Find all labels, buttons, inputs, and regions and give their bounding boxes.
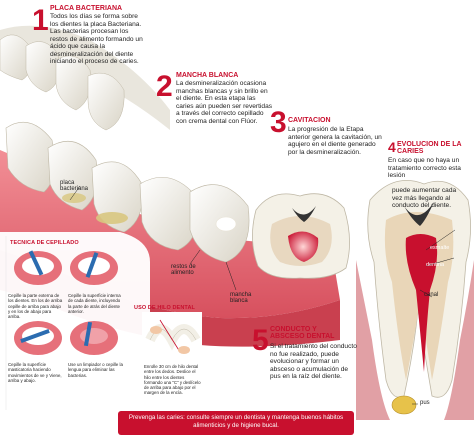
step3-title: CAVITACION <box>288 117 331 124</box>
label-placa: placa bacteriana <box>60 180 89 193</box>
tecnica-step-2: Cepille la superficie interna de cada di… <box>68 293 121 314</box>
floss-image <box>142 312 202 362</box>
step2-text: La desmineralización ocasiona manchas bl… <box>176 80 273 125</box>
hilo-title: USO DE HILO DENTAL <box>134 305 195 311</box>
step2-number: 2 <box>156 70 173 103</box>
tecnica-title: TECNICA DE CEPILLADO <box>10 240 79 246</box>
label-dentina: dentina <box>426 262 445 268</box>
footer-band <box>118 411 354 435</box>
tecnica-step-3: Cepille la superficie masticatoria hacie… <box>8 362 62 383</box>
lower-teeth <box>5 121 250 263</box>
tecnica-step-4: Use un limpiador o cepille la lengua par… <box>68 362 123 378</box>
step5-title: CONDUCTO Y ABSCESO DENTAL <box>270 326 335 341</box>
step4-text-a: En caso que no haya un tratamiento corre… <box>388 157 461 180</box>
tecnica-step-1: Cepille la parte externa de los dientes.… <box>8 293 63 320</box>
step5-text: Si el tratamiento del conducto no fue re… <box>270 343 357 381</box>
label-mancha: mancha blanca <box>230 292 252 305</box>
label-restos: restos de alimento <box>171 264 196 277</box>
cavitation-tooth <box>252 193 350 279</box>
label-esmalte: esmalte <box>430 245 450 251</box>
step5-number: 5 <box>252 324 269 357</box>
label-pus: pus <box>420 400 430 406</box>
step4-text-b: puede aumentar cada vez más llegando al … <box>392 187 457 210</box>
step3-number: 3 <box>270 106 287 139</box>
pointer-lines <box>69 185 456 405</box>
step1-number: 1 <box>32 4 49 37</box>
hilo-text: Enrolle 30 cm de hilo dental entre los d… <box>144 364 201 396</box>
step4-title: EVOLUCION DE LA CARIES <box>397 141 462 156</box>
step3-text: La progresión de la Etapa anterior gener… <box>288 126 382 156</box>
brushing-images <box>14 250 118 355</box>
abscess-tooth <box>356 180 474 420</box>
label-canal: canal <box>424 292 439 298</box>
step1-title: PLACA BACTERIANA <box>50 5 123 12</box>
step2-title: MANCHA BLANCA <box>176 72 239 79</box>
upper-teeth <box>0 25 170 131</box>
step1-text: Todos los días se forma sobre los diente… <box>50 13 143 66</box>
step4-number: 4 <box>388 139 396 155</box>
footer-text: Prevenga las caries: consulte siempre un… <box>128 414 344 429</box>
